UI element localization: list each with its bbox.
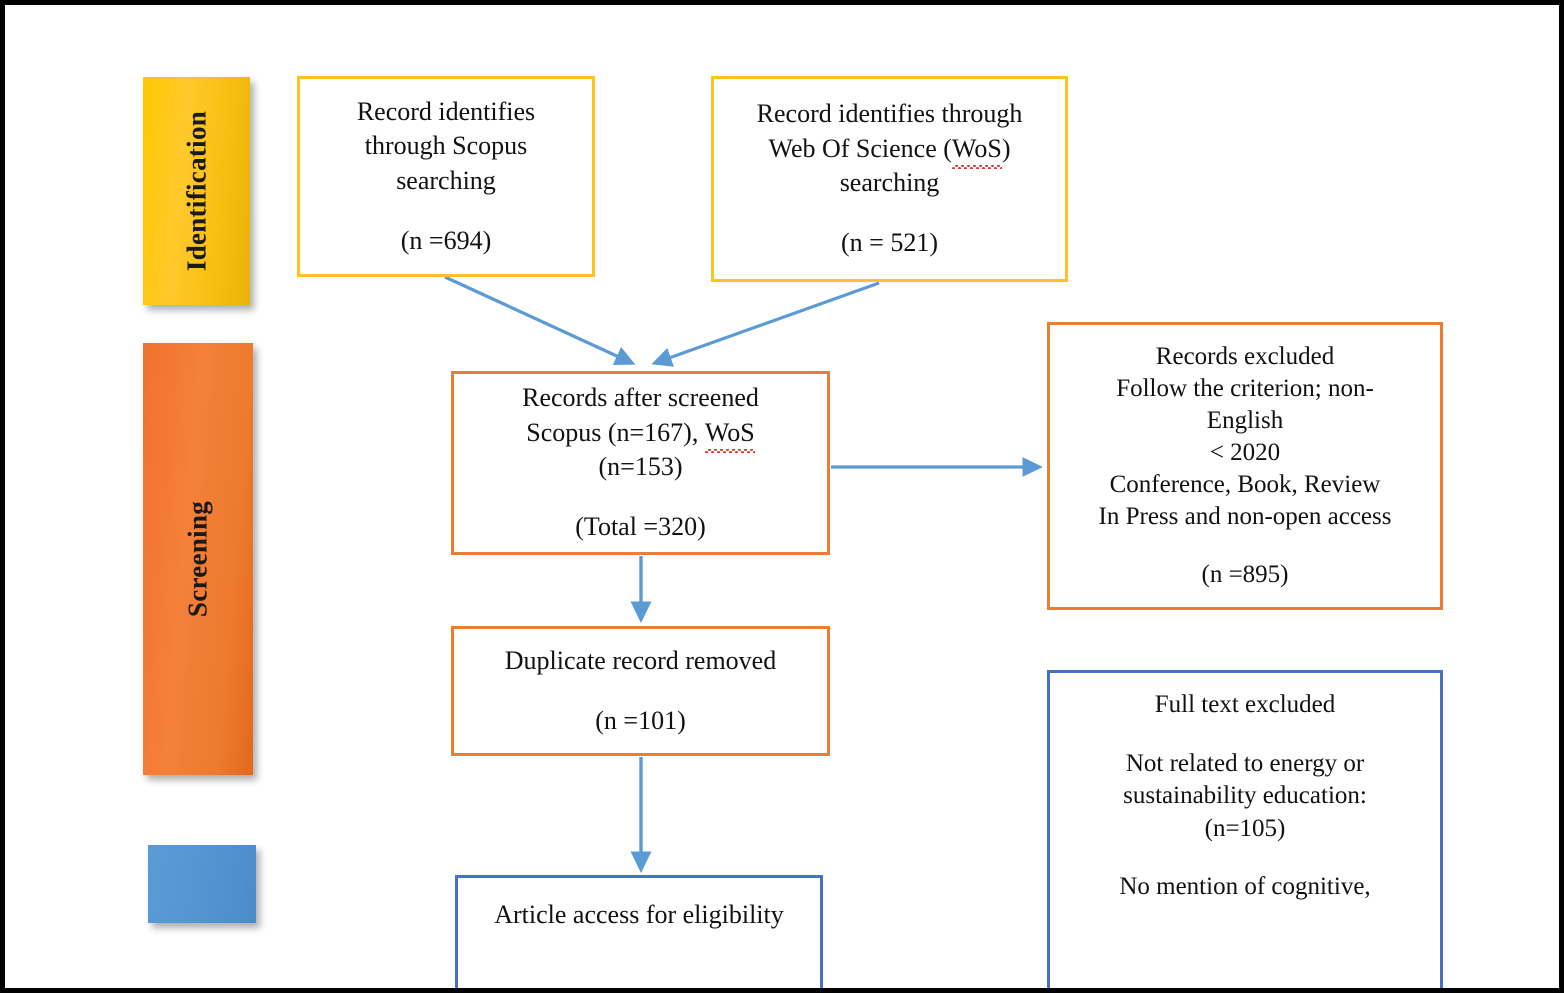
fulltext-line-1: Full text excluded — [1154, 691, 1336, 718]
eligibility-line-1: Article access for eligibility — [494, 900, 784, 929]
stage-bar-identification: Identification — [143, 77, 250, 305]
arrow-scopus-to-screened — [444, 275, 636, 366]
box-records-excluded: Records excluded Follow the criterion; n… — [1047, 322, 1443, 610]
fulltext-count: (n=105) — [1204, 814, 1286, 842]
box-scopus-records: Record identifies through Scopus searchi… — [297, 76, 595, 277]
fulltext-line-4: No mention of cognitive, — [1119, 873, 1371, 900]
screened-line-3: (n=153) — [598, 452, 683, 481]
arrow-wos-to-screened — [651, 281, 880, 367]
screened-line-1: Records after screened — [522, 383, 759, 413]
fulltext-line-2: Not related to energy or — [1125, 749, 1365, 777]
excluded-line-1: Records excluded — [1155, 343, 1335, 370]
wos-line-1: Record identifies through — [756, 99, 1023, 129]
wos-count: (n = 521) — [841, 228, 938, 258]
box-full-text-excluded: Full text excluded Not related to energy… — [1047, 670, 1443, 988]
box-records-after-screened: Records after screened Scopus (n=167), W… — [451, 371, 830, 555]
wos-line-2: Web Of Science (WoS) — [768, 132, 1011, 170]
stage-label-identification: Identification — [181, 110, 211, 272]
excluded-line-6: In Press and non-open access — [1098, 503, 1392, 530]
screened-line-2-prefix: Scopus (n=167), — [526, 417, 705, 447]
box-duplicate-record-removed: Duplicate record removed (n =101) — [451, 626, 830, 756]
excluded-line-4: < 2020 — [1209, 439, 1281, 466]
excluded-line-2: Follow the criterion; non- — [1116, 375, 1374, 402]
duplicate-line-1: Duplicate record removed — [504, 645, 777, 675]
scopus-count: (n =694) — [400, 225, 492, 255]
scopus-line-3: searching — [396, 165, 496, 195]
box-article-access-eligibility: Article access for eligibility — [455, 875, 823, 988]
stage-bar-eligibility — [148, 845, 256, 923]
wos-line-2-suffix: ) — [1001, 133, 1011, 163]
wos-line-3: searching — [839, 168, 940, 197]
wos-line-2-prefix: Web Of Science ( — [768, 133, 952, 163]
excluded-line-5: Conference, Book, Review — [1109, 471, 1381, 498]
excluded-line-3: English — [1206, 407, 1284, 434]
duplicate-count: (n =101) — [595, 706, 686, 735]
stage-label-screening: Screening — [182, 500, 213, 618]
scopus-line-2: through Scopus — [364, 131, 528, 161]
fulltext-line-3: sustainability education: — [1123, 782, 1367, 809]
screened-spellcheck-term: WoS — [704, 416, 755, 454]
box-wos-records: Record identifies through Web Of Science… — [711, 76, 1068, 282]
wos-spellcheck-term: WoS — [951, 132, 1002, 170]
screened-total: (Total =320) — [575, 512, 706, 542]
stage-bar-screening: Screening — [143, 343, 253, 775]
scopus-line-1: Record identifies — [356, 96, 536, 126]
screened-line-2: Scopus (n=167), WoS — [526, 416, 755, 454]
excluded-count: (n =895) — [1201, 561, 1289, 588]
